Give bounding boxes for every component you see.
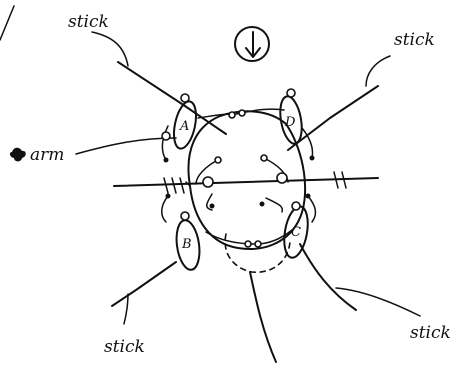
corner-stroke bbox=[0, 6, 14, 40]
inner-lower-right bbox=[266, 198, 282, 212]
down-arrow-icon bbox=[235, 27, 269, 61]
node-d: D bbox=[277, 89, 315, 161]
leader-bottom-right bbox=[336, 288, 420, 316]
horizontal-bar bbox=[114, 178, 378, 186]
node-a-label: A bbox=[179, 119, 189, 134]
stick-label-bottom-right: stick bbox=[410, 323, 451, 343]
stick-label-bottom-left: stick bbox=[104, 337, 145, 357]
ink-blot-icon bbox=[10, 148, 26, 162]
stick-label-top-left: stick bbox=[68, 12, 109, 32]
arm-leader bbox=[76, 138, 176, 154]
node-d-label: D bbox=[284, 115, 296, 130]
arm-label: arm bbox=[30, 145, 64, 165]
node-b-label: B bbox=[181, 237, 192, 252]
lower-stem-right bbox=[300, 244, 356, 310]
left-hatch bbox=[164, 178, 190, 193]
node-c: C bbox=[281, 194, 316, 260]
stick-top-left bbox=[118, 62, 226, 134]
leader-top-right bbox=[366, 56, 390, 86]
stick-bottom-left bbox=[112, 262, 176, 306]
node-b: B bbox=[162, 194, 203, 272]
node-c-label: C bbox=[291, 225, 301, 240]
leader-top-left bbox=[92, 32, 128, 66]
stick-label-top-right: stick bbox=[394, 30, 435, 50]
lower-stem-left bbox=[250, 272, 276, 362]
